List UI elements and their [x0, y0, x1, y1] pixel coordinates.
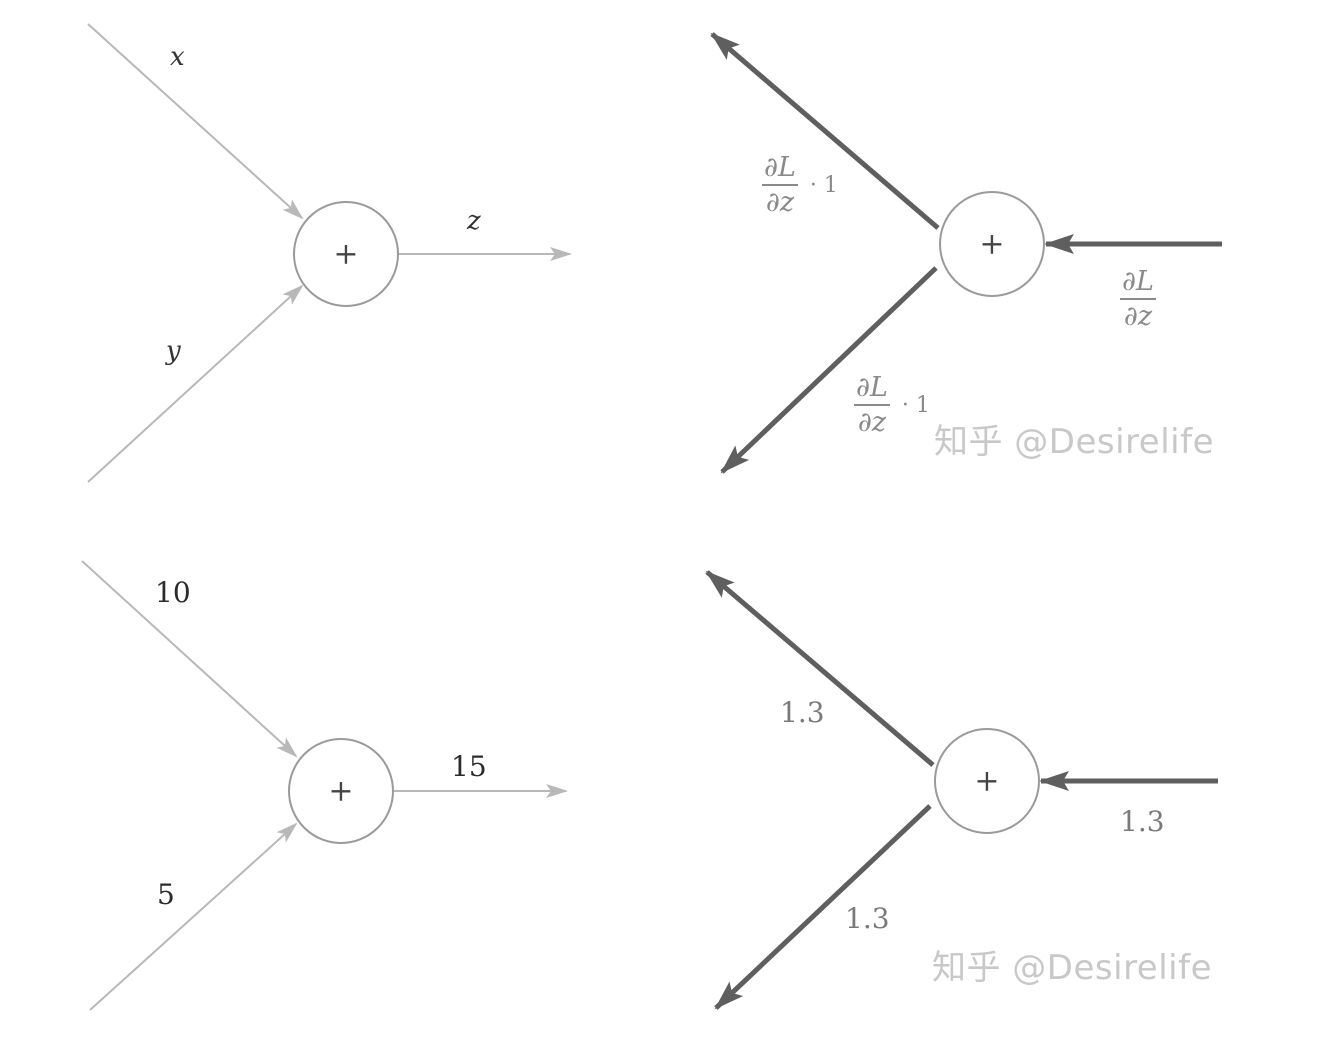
edge-1.3-upper: [705, 570, 935, 767]
forward-symbolic-graph: [87, 23, 572, 483]
grad-denominator: ∂z: [857, 407, 887, 439]
node-plus-tr: +: [979, 226, 1005, 262]
watermark-bottom: 知乎 @Desirelife: [932, 948, 1212, 988]
local-gradient-factor: · 1: [809, 172, 838, 198]
grad-numerator: ∂L: [764, 152, 796, 183]
grad-numerator: ∂L: [1122, 266, 1154, 297]
grad-lower-label: ∂L ∂z · 1: [854, 372, 930, 438]
node-plus-tl: +: [333, 236, 359, 272]
watermark-top: 知乎 @Desirelife: [934, 422, 1214, 462]
grad-denominator: ∂z: [765, 187, 795, 219]
label-grad-lower: 1.3: [845, 902, 890, 935]
node-plus-br: +: [974, 763, 1000, 799]
grad-numerator: ∂L: [856, 372, 888, 403]
fraction-bar: [1120, 298, 1156, 301]
label-10: 10: [155, 576, 191, 609]
edge-grad-lower: [720, 266, 938, 474]
node-plus-bl: +: [328, 773, 354, 809]
grad-upper-label: ∂L ∂z · 1: [762, 152, 838, 218]
edge-grad-upper: [710, 32, 940, 230]
add-node-circle: [288, 738, 394, 844]
edge-y-in: [87, 284, 304, 483]
forward-numeric-graph: [81, 560, 568, 1011]
grad-incoming-label: ∂L ∂z: [1120, 266, 1156, 332]
edge-10-in: [81, 560, 298, 758]
edge-x-in: [87, 23, 304, 220]
add-node-circle: [934, 728, 1040, 834]
label-x: x: [170, 42, 185, 72]
add-node-circle: [293, 201, 399, 307]
label-15: 15: [451, 750, 487, 783]
label-grad-incoming: 1.3: [1120, 805, 1165, 838]
label-grad-upper: 1.3: [780, 696, 825, 729]
add-node-circle: [939, 191, 1045, 297]
label-y: y: [166, 336, 181, 366]
fraction-bar: [854, 404, 890, 407]
fraction-bar: [762, 184, 798, 187]
label-z: z: [467, 206, 481, 236]
grad-denominator: ∂z: [1123, 301, 1153, 333]
backward-symbolic-graph: [710, 32, 1222, 474]
label-5: 5: [157, 878, 175, 911]
edge-5-in: [89, 822, 298, 1011]
backward-numeric-graph: [705, 570, 1218, 1010]
edge-1.3-lower: [714, 804, 932, 1010]
local-gradient-factor: · 1: [901, 392, 930, 418]
